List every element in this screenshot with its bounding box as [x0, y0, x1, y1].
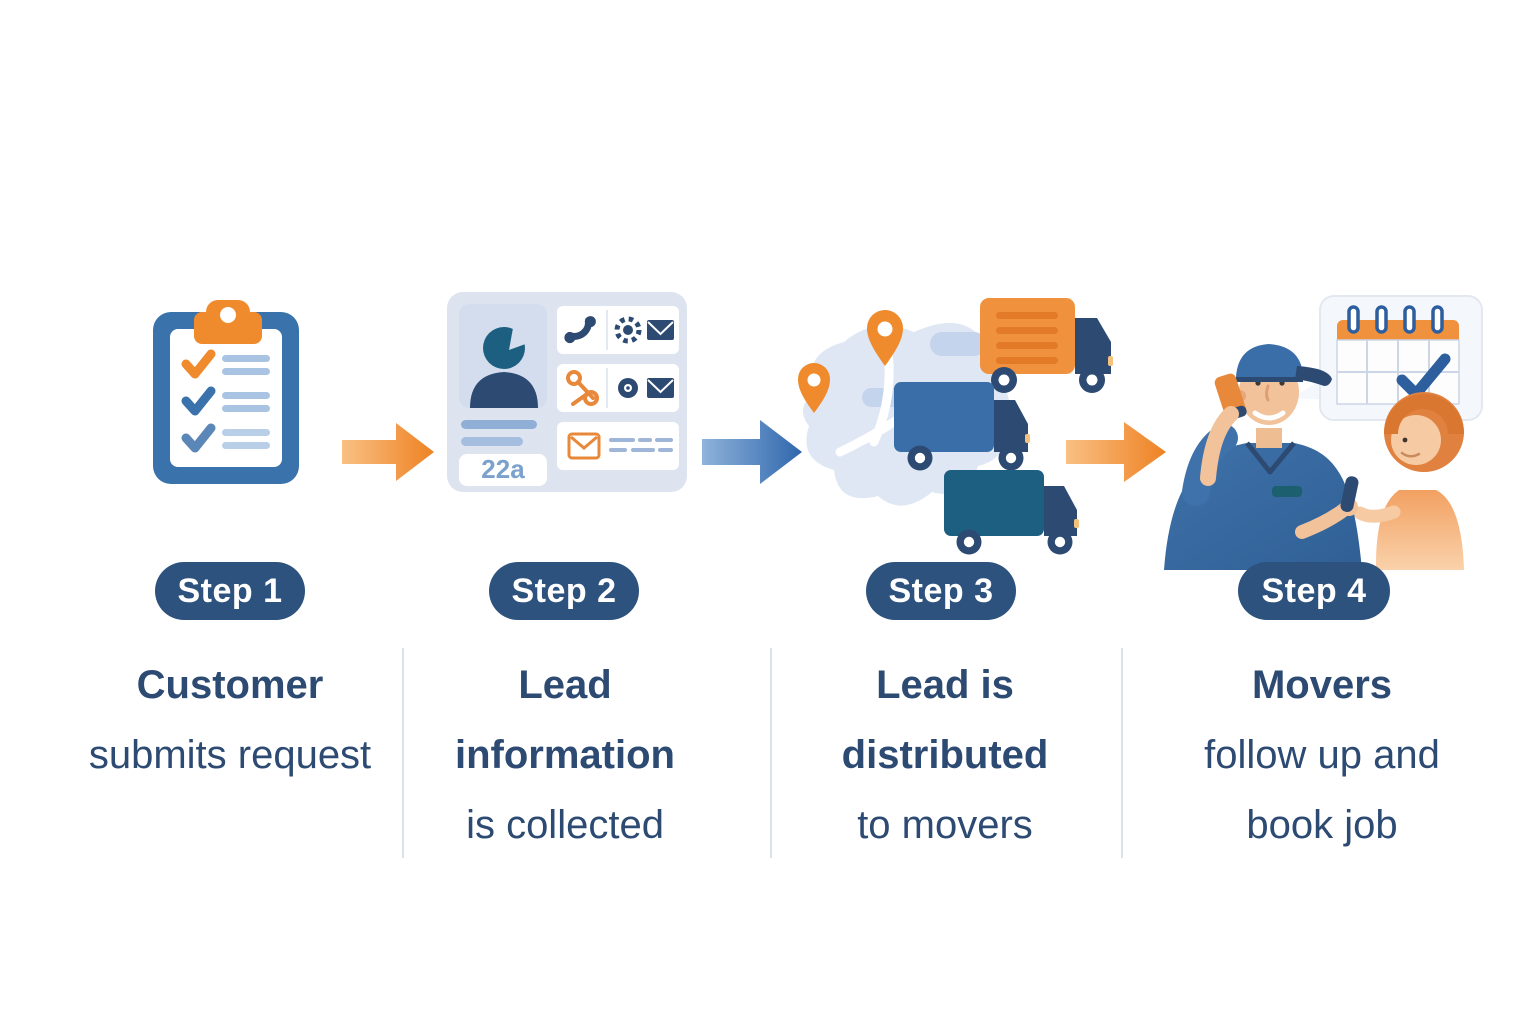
step-1-badge: Step 1 — [155, 562, 305, 620]
teal-truck-icon — [944, 470, 1079, 555]
arrow-right-icon — [342, 423, 434, 486]
caption-line: follow up and — [1204, 733, 1440, 777]
map-pin-icon — [798, 363, 830, 413]
step-2-caption: Lead information is collected — [365, 650, 765, 860]
map-pin-icon — [867, 310, 903, 366]
map-with-trucks-icon — [782, 270, 1124, 562]
clipboard-checklist-icon — [150, 298, 306, 488]
calendar-rings — [1347, 305, 1444, 334]
cap-brim — [1295, 366, 1332, 386]
step-2-badge: Step 2 — [489, 562, 639, 620]
caption-line: information — [455, 733, 675, 777]
caption-divider — [770, 648, 772, 858]
mover-figure — [1164, 344, 1362, 570]
avatar-shoulders — [470, 372, 538, 408]
caption-line: Movers — [1251, 663, 1393, 707]
mover-phone-booking-icon — [1152, 280, 1497, 570]
phone-icon — [564, 316, 596, 344]
location-dot-icon — [618, 378, 638, 398]
step-3-badge: Step 3 — [866, 562, 1016, 620]
house-number-box — [459, 454, 547, 486]
orange-truck-icon — [980, 298, 1113, 393]
cap — [1236, 344, 1303, 381]
caption-divider — [402, 648, 404, 858]
caption-line: book job — [1246, 803, 1398, 847]
mail-outline-icon — [567, 432, 601, 460]
step-3-caption: Lead is distributed to movers — [745, 650, 1145, 860]
caption-line: distributed — [841, 733, 1049, 777]
customer-figure — [1353, 392, 1464, 570]
step-4-badge: Step 4 — [1238, 562, 1390, 620]
caption-line: Lead — [518, 663, 612, 707]
arrow-right-icon — [1066, 422, 1166, 487]
keys-icon — [566, 370, 599, 406]
caption-line: to movers — [857, 803, 1033, 847]
step-4-caption: Movers follow up and book job — [1122, 650, 1522, 860]
mail-icon — [647, 378, 674, 398]
caption-line: submits request — [88, 733, 372, 777]
house-number-text: 22a — [481, 454, 525, 484]
mail-icon — [647, 320, 674, 340]
calendar-speech-bubble — [1292, 295, 1483, 421]
caption-line: Lead is — [876, 663, 1014, 707]
arrow-right-icon — [702, 420, 802, 489]
lead-contact-card-icon: 22a — [447, 292, 687, 492]
caption-line: Customer — [136, 663, 324, 707]
step-1-caption: Customer submits request — [30, 650, 430, 790]
caption-divider — [1121, 648, 1123, 858]
fine-print-lines — [609, 438, 673, 452]
blue-truck-icon — [894, 382, 1030, 471]
gear-icon — [614, 316, 642, 344]
caption-line: is collected — [466, 803, 664, 847]
